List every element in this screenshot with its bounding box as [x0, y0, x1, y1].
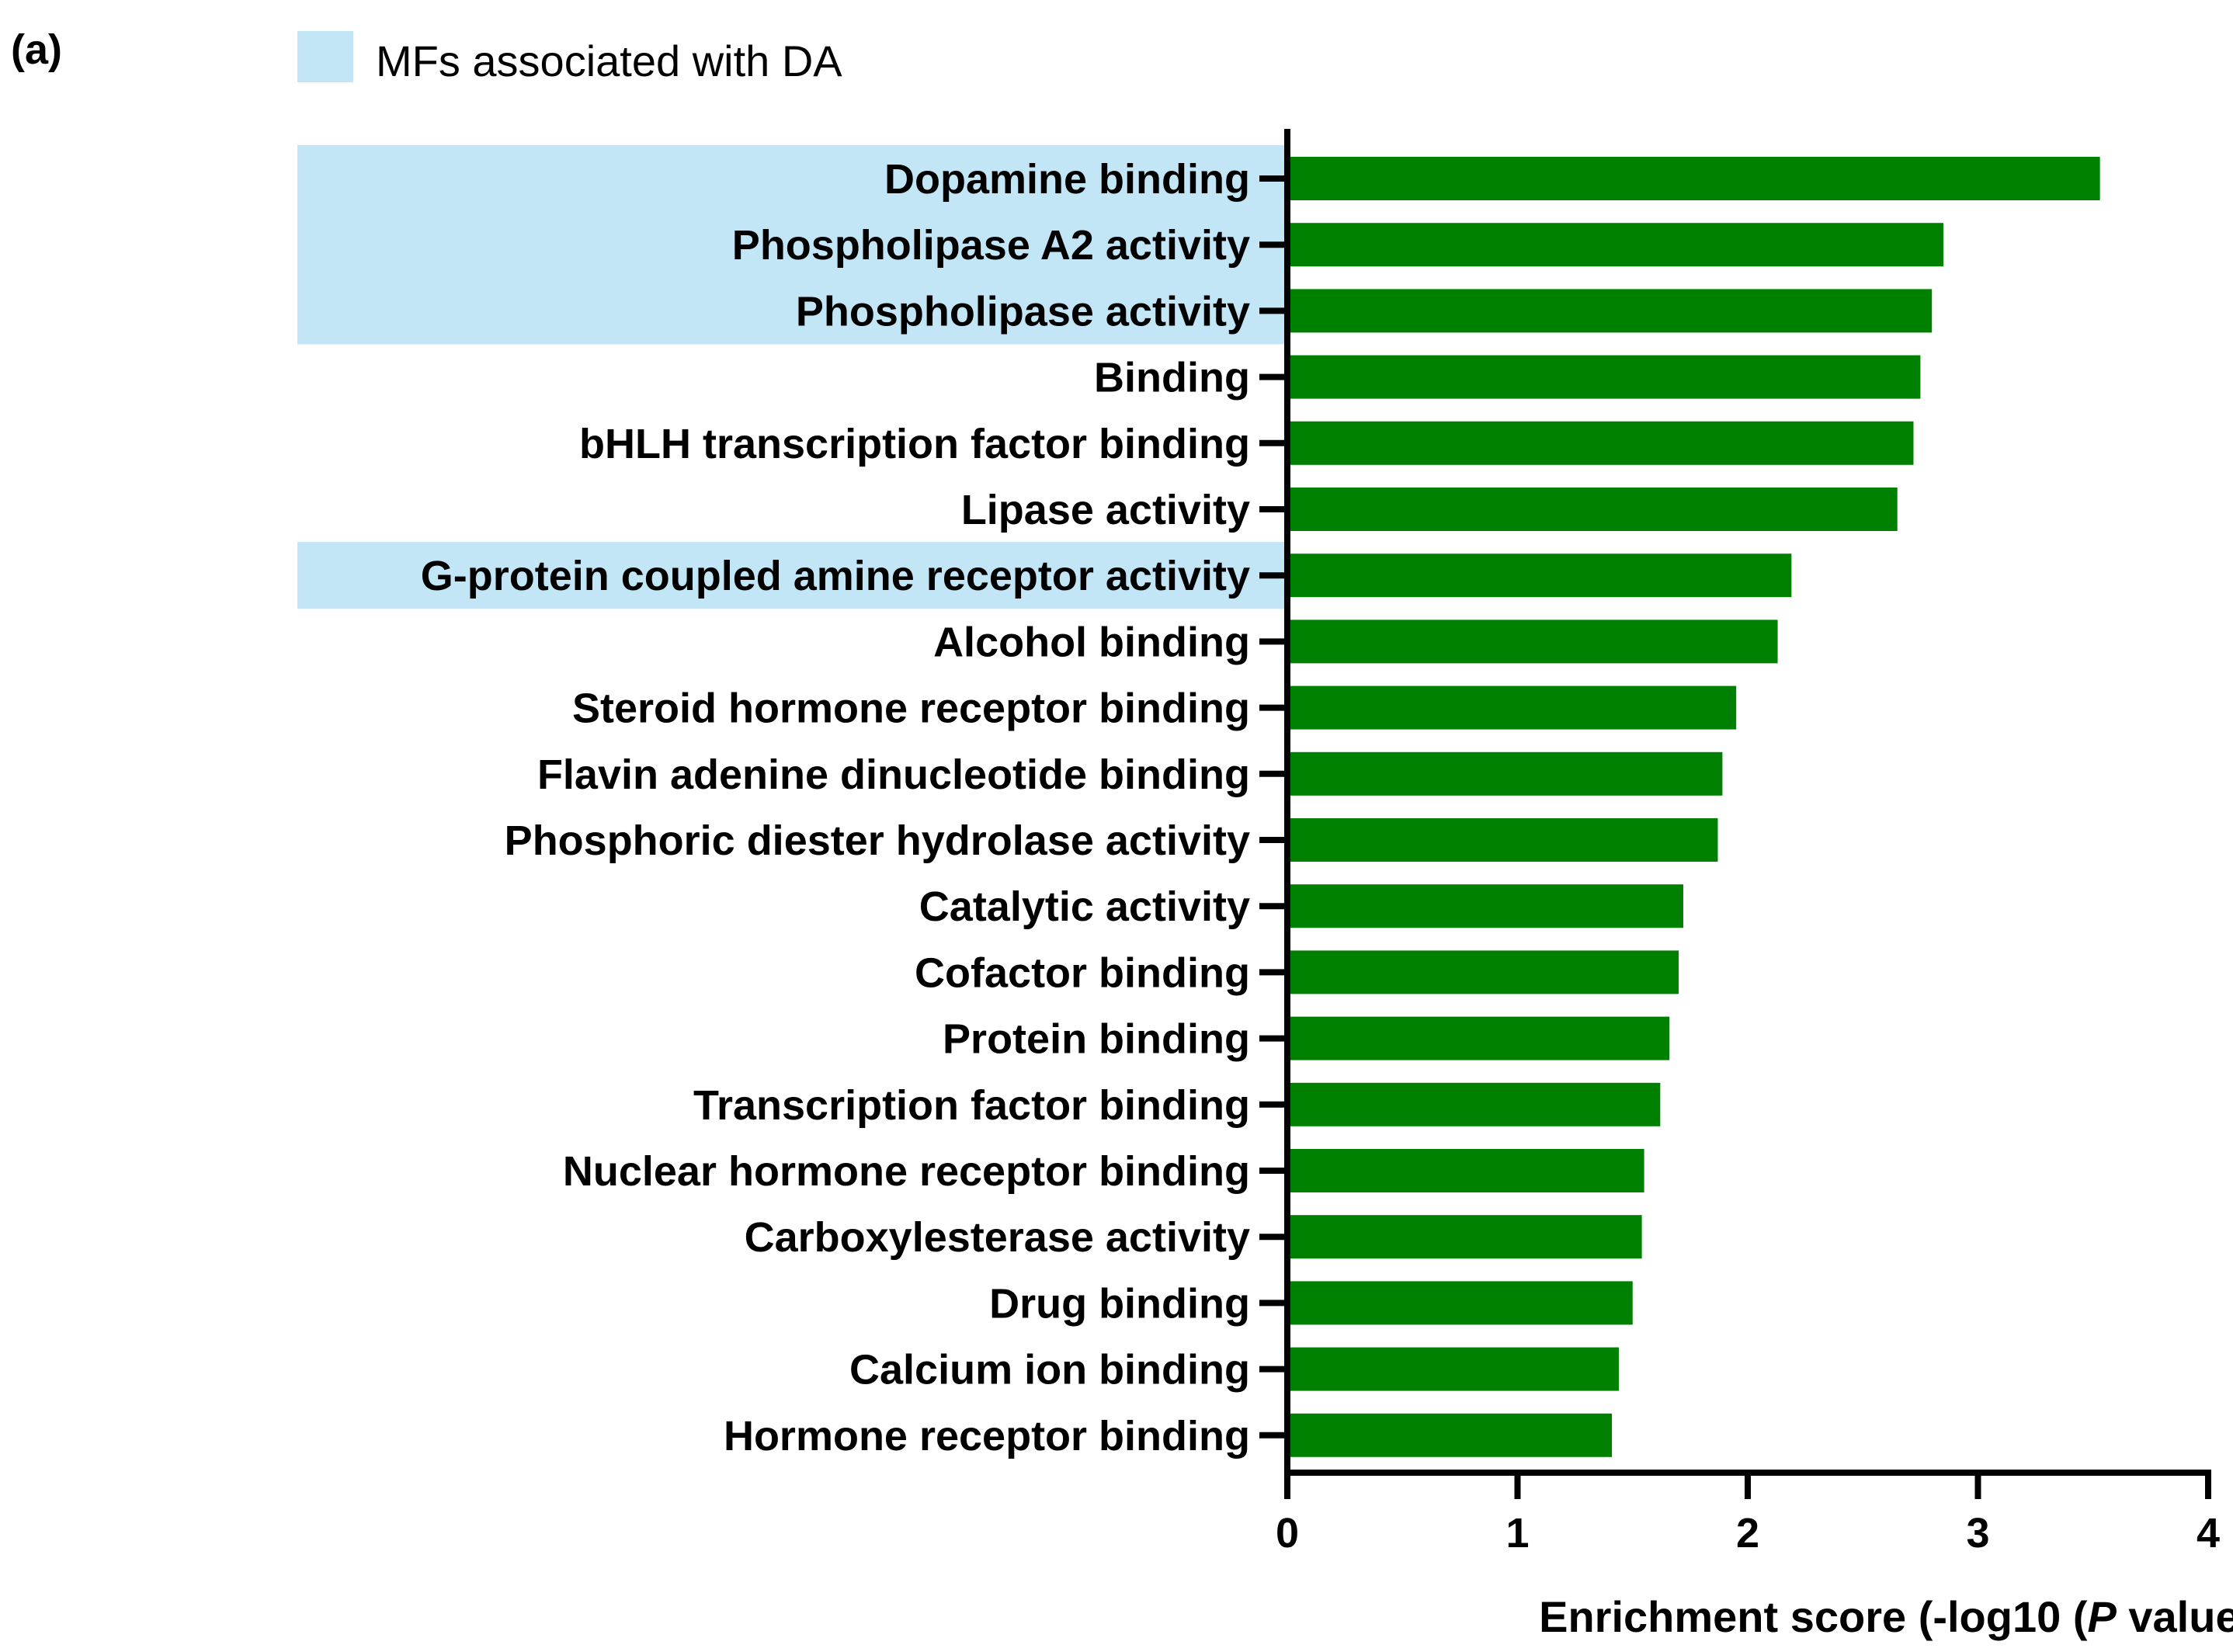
category-label: Phosphoric diester hydrolase activity — [505, 817, 1250, 864]
bar — [1287, 884, 1683, 928]
category-label: Hormone receptor binding — [724, 1413, 1250, 1459]
category-label: Lipase activity — [961, 487, 1250, 533]
bar — [1287, 1281, 1633, 1325]
category-label: Carboxylesterase activity — [745, 1214, 1250, 1261]
category-label: Calcium ion binding — [849, 1347, 1250, 1393]
category-label: Protein binding — [943, 1016, 1250, 1063]
category-label: Binding — [1094, 355, 1250, 401]
category-label: Phospholipase activity — [796, 288, 1250, 335]
bar — [1287, 554, 1792, 598]
legend-swatch — [297, 31, 353, 82]
category-label: Steroid hormone receptor binding — [572, 685, 1250, 732]
x-axis-ticks — [1284, 1473, 2211, 1499]
category-label: Drug binding — [989, 1280, 1250, 1327]
x-tick-label: 0 — [1276, 1510, 1299, 1557]
x-axis-tick-labels: 0 1 2 3 4 — [1276, 1510, 2220, 1557]
x-axis-title-italic: P — [2087, 1592, 2117, 1641]
panel-label: (a) — [11, 26, 62, 73]
x-tick-label: 4 — [2197, 1510, 2220, 1557]
category-label: Cofactor binding — [915, 949, 1250, 996]
bar — [1287, 1347, 1619, 1391]
x-axis-title: Enrichment score (-log10 (P value)) — [1539, 1592, 2233, 1641]
highlight-band — [297, 277, 1287, 345]
bar — [1287, 488, 1898, 531]
bar — [1287, 1413, 1613, 1457]
bar — [1287, 1082, 1661, 1126]
category-label: bHLH transcription factor binding — [579, 421, 1250, 467]
category-label: Flavin adenine dinucleotide binding — [537, 751, 1250, 798]
bar — [1287, 223, 1944, 267]
category-label: Nuclear hormone receptor binding — [563, 1148, 1250, 1195]
bar — [1287, 1016, 1670, 1060]
bar — [1287, 620, 1778, 664]
bar — [1287, 289, 1933, 333]
x-axis-title-prefix: Enrichment score (-log10 ( — [1539, 1592, 2088, 1641]
category-label: Dopamine binding — [884, 156, 1250, 203]
highlight-band — [297, 542, 1287, 609]
bar — [1287, 1149, 1644, 1192]
bar — [1287, 751, 1723, 796]
category-ticks — [1259, 175, 1287, 1439]
category-label: Transcription factor binding — [693, 1082, 1250, 1129]
x-tick-label: 2 — [1736, 1510, 1759, 1557]
bar — [1287, 1215, 1642, 1259]
bar — [1287, 950, 1679, 994]
legend-label: MFs associated with DA — [376, 36, 842, 85]
bar — [1287, 157, 2100, 200]
bar — [1287, 818, 1718, 862]
highlight-bands — [297, 144, 1287, 609]
x-tick-label: 1 — [1505, 1510, 1529, 1557]
highlight-band — [297, 211, 1287, 279]
x-axis-title-suffix: value)) — [2117, 1592, 2233, 1641]
x-tick-label: 3 — [1966, 1510, 1989, 1557]
bar — [1287, 421, 1914, 465]
bars — [1287, 157, 2100, 1457]
bar — [1287, 355, 1921, 399]
category-label: G-protein coupled amine receptor activit… — [421, 553, 1250, 599]
bar — [1287, 685, 1737, 730]
category-label: Alcohol binding — [933, 619, 1250, 665]
highlight-band — [297, 144, 1287, 213]
category-label: Catalytic activity — [919, 883, 1250, 930]
legend: MFs associated with DA — [297, 31, 842, 85]
category-label: Phospholipase A2 activity — [732, 222, 1250, 269]
